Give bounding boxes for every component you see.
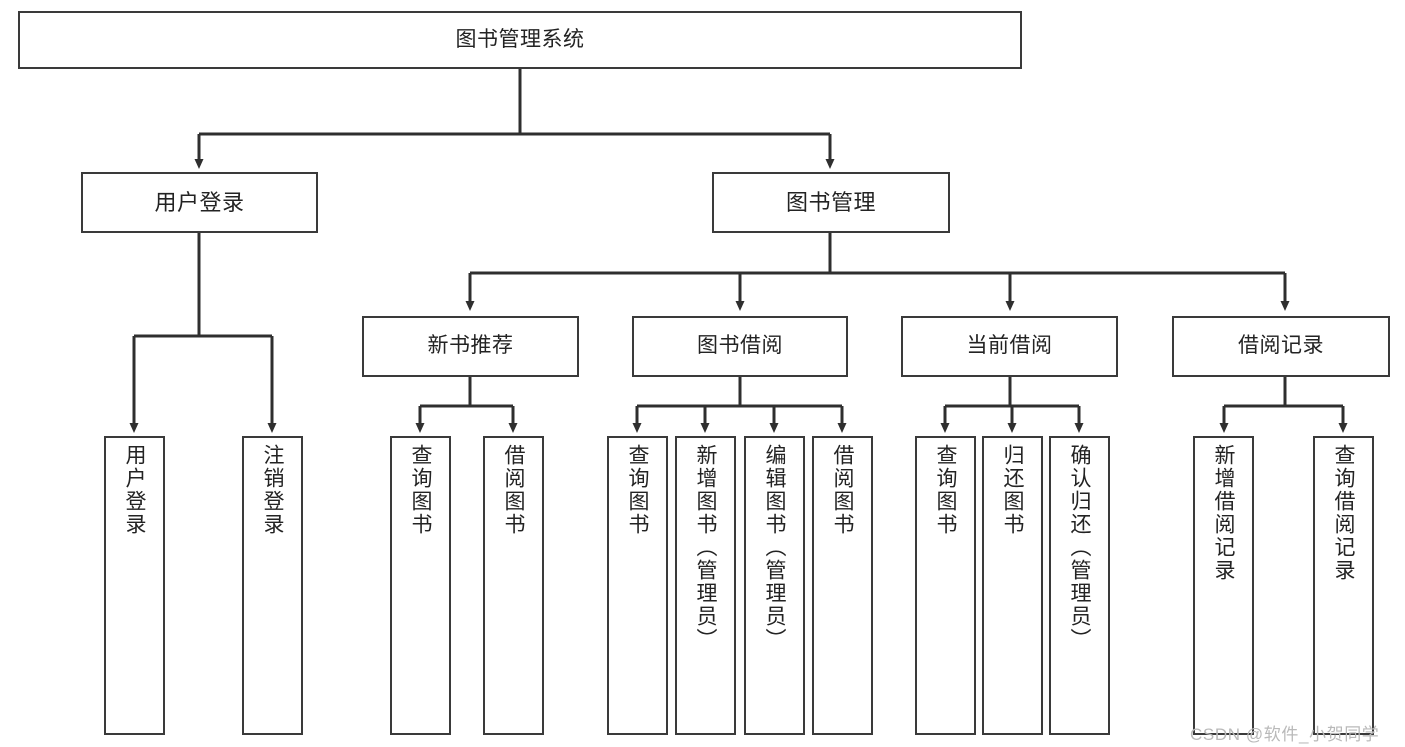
leaf-label: 查询借阅记录 bbox=[1332, 444, 1355, 582]
leaf-borrow-edit-book-admin[interactable]: 编辑图书（管理员） bbox=[744, 436, 805, 735]
node-current-borrow-label: 当前借阅 bbox=[966, 334, 1053, 358]
leaf-label: 借阅图书 bbox=[502, 444, 525, 536]
leaf-user-login-login[interactable]: 用户登录 bbox=[104, 436, 165, 735]
node-borrow-record-label: 借阅记录 bbox=[1238, 334, 1324, 358]
leaf-label: 注销登录 bbox=[261, 444, 284, 536]
leaf-label: 借阅图书 bbox=[831, 444, 854, 536]
leaf-new-book-borrow[interactable]: 借阅图书 bbox=[483, 436, 544, 735]
leaf-current-confirm-return-admin[interactable]: 确认归还（管理员） bbox=[1049, 436, 1110, 735]
node-book-management[interactable]: 图书管理 bbox=[712, 172, 950, 233]
leaf-label: 归还图书 bbox=[1001, 444, 1024, 536]
leaf-label: 编辑图书（管理员） bbox=[763, 444, 786, 651]
node-book-borrow-label: 图书借阅 bbox=[697, 334, 783, 358]
node-borrow-record[interactable]: 借阅记录 bbox=[1172, 316, 1390, 377]
node-new-book-recommend-label: 新书推荐 bbox=[427, 334, 514, 358]
node-book-borrow[interactable]: 图书借阅 bbox=[632, 316, 848, 377]
leaf-borrow-add-book-admin[interactable]: 新增图书（管理员） bbox=[675, 436, 736, 735]
leaf-current-query-book[interactable]: 查询图书 bbox=[915, 436, 976, 735]
node-root[interactable]: 图书管理系统 bbox=[18, 11, 1022, 69]
leaf-current-return-book[interactable]: 归还图书 bbox=[982, 436, 1043, 735]
node-user-login-label: 用户登录 bbox=[154, 189, 245, 215]
node-user-login[interactable]: 用户登录 bbox=[81, 172, 318, 233]
leaf-record-add[interactable]: 新增借阅记录 bbox=[1193, 436, 1254, 735]
node-root-label: 图书管理系统 bbox=[455, 27, 585, 51]
leaf-label: 查询图书 bbox=[934, 444, 957, 536]
leaf-label: 用户登录 bbox=[123, 444, 146, 536]
watermark: CSDN @软件_小贺同学 bbox=[1190, 725, 1380, 744]
leaf-record-query[interactable]: 查询借阅记录 bbox=[1313, 436, 1374, 735]
leaf-label: 新增图书（管理员） bbox=[694, 444, 717, 651]
leaf-label: 查询图书 bbox=[626, 444, 649, 536]
node-new-book-recommend[interactable]: 新书推荐 bbox=[362, 316, 579, 377]
leaf-new-book-query[interactable]: 查询图书 bbox=[390, 436, 451, 735]
leaf-label: 新增借阅记录 bbox=[1212, 444, 1235, 582]
node-current-borrow[interactable]: 当前借阅 bbox=[901, 316, 1118, 377]
leaf-label: 确认归还（管理员） bbox=[1068, 444, 1091, 651]
leaf-borrow-borrow-book[interactable]: 借阅图书 bbox=[812, 436, 873, 735]
node-book-management-label: 图书管理 bbox=[785, 189, 876, 215]
leaf-borrow-query-book[interactable]: 查询图书 bbox=[607, 436, 668, 735]
leaf-label: 查询图书 bbox=[409, 444, 432, 536]
leaf-user-login-logout[interactable]: 注销登录 bbox=[242, 436, 303, 735]
